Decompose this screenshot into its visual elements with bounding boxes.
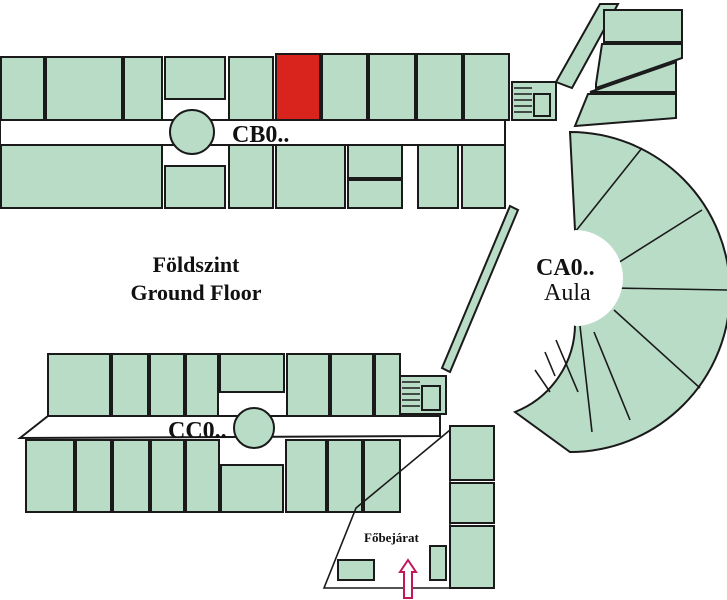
ca-aula <box>512 130 727 454</box>
room-tr-4[interactable] <box>573 93 677 128</box>
room-tr-1[interactable] <box>603 9 683 43</box>
room-entrance-3[interactable] <box>449 525 495 589</box>
room-cb-bottom-1[interactable] <box>0 144 163 209</box>
diagonal-corridor <box>440 204 520 374</box>
room-cb-top-2[interactable] <box>45 56 123 121</box>
room-entrance-left[interactable] <box>337 559 375 581</box>
cb-wing <box>0 53 557 209</box>
room-cc-bottom-1[interactable] <box>25 439 75 513</box>
room-cc-bottom-7[interactable] <box>285 439 327 513</box>
passage-top-right <box>554 3 620 90</box>
room-cb-top-4[interactable] <box>164 56 226 100</box>
room-entrance-2[interactable] <box>449 482 495 524</box>
room-cc-bottom-3[interactable] <box>112 439 150 513</box>
room-cc-top-8[interactable] <box>374 353 401 417</box>
room-cb-top-8[interactable] <box>368 53 416 121</box>
room-cb-top-3[interactable] <box>123 56 163 121</box>
room-cb-top-9[interactable] <box>416 53 463 121</box>
cb-corridor <box>0 119 506 146</box>
room-cb-bottom-5[interactable] <box>347 144 403 179</box>
cc-stairs <box>399 375 447 415</box>
room-cc-top-3[interactable] <box>149 353 185 417</box>
room-cb-bottom-8[interactable] <box>461 144 506 209</box>
room-tr-2[interactable] <box>595 43 683 90</box>
floor-title-hu: Földszint <box>153 252 240 277</box>
room-cb-bottom-2[interactable] <box>164 165 226 209</box>
room-cb-bottom-6[interactable] <box>347 179 403 209</box>
top-right-block <box>573 9 683 128</box>
room-cc-bottom-6[interactable] <box>220 464 284 513</box>
room-entrance-right[interactable] <box>429 545 447 581</box>
room-tr-3[interactable] <box>589 60 677 93</box>
room-cb-bottom-3[interactable] <box>228 144 274 209</box>
cc-atrium-circle <box>233 407 275 449</box>
room-cc-top-4[interactable] <box>185 353 219 417</box>
cb-atrium-circle <box>169 109 215 155</box>
room-cc-bottom-5[interactable] <box>185 439 220 513</box>
cc-wing <box>17 353 447 513</box>
entrance-area <box>322 425 495 599</box>
room-cc-bottom-4[interactable] <box>150 439 185 513</box>
entrance-label: Főbejárat <box>364 530 420 545</box>
cb-stairs <box>511 81 557 121</box>
room-cb-bottom-7[interactable] <box>417 144 459 209</box>
room-cc-top-1[interactable] <box>47 353 111 417</box>
cc-corridor <box>17 415 441 440</box>
room-cc-bottom-2[interactable] <box>75 439 112 513</box>
room-cc-top-6[interactable] <box>286 353 330 417</box>
aula-label: Aula <box>544 280 591 306</box>
wing-label-ca: CA0.. <box>536 255 595 281</box>
room-cb-top-1[interactable] <box>0 56 45 121</box>
room-cb-highlighted[interactable] <box>275 53 321 121</box>
wing-label-cc: CC0.. <box>168 418 227 444</box>
room-cc-bottom-8[interactable] <box>327 439 363 513</box>
wing-label-cb: CB0.. <box>232 122 289 148</box>
room-entrance-1[interactable] <box>449 425 495 481</box>
room-cc-top-2[interactable] <box>111 353 149 417</box>
room-cb-top-7[interactable] <box>321 53 368 121</box>
room-cc-top-5[interactable] <box>219 353 285 393</box>
room-cb-bottom-4[interactable] <box>275 144 346 209</box>
room-cc-top-7[interactable] <box>330 353 374 417</box>
room-cb-top-10[interactable] <box>463 53 510 121</box>
entrance-arrow-icon <box>398 558 418 599</box>
room-cb-top-5[interactable] <box>228 56 274 121</box>
floor-title-en: Ground Floor <box>130 280 261 305</box>
